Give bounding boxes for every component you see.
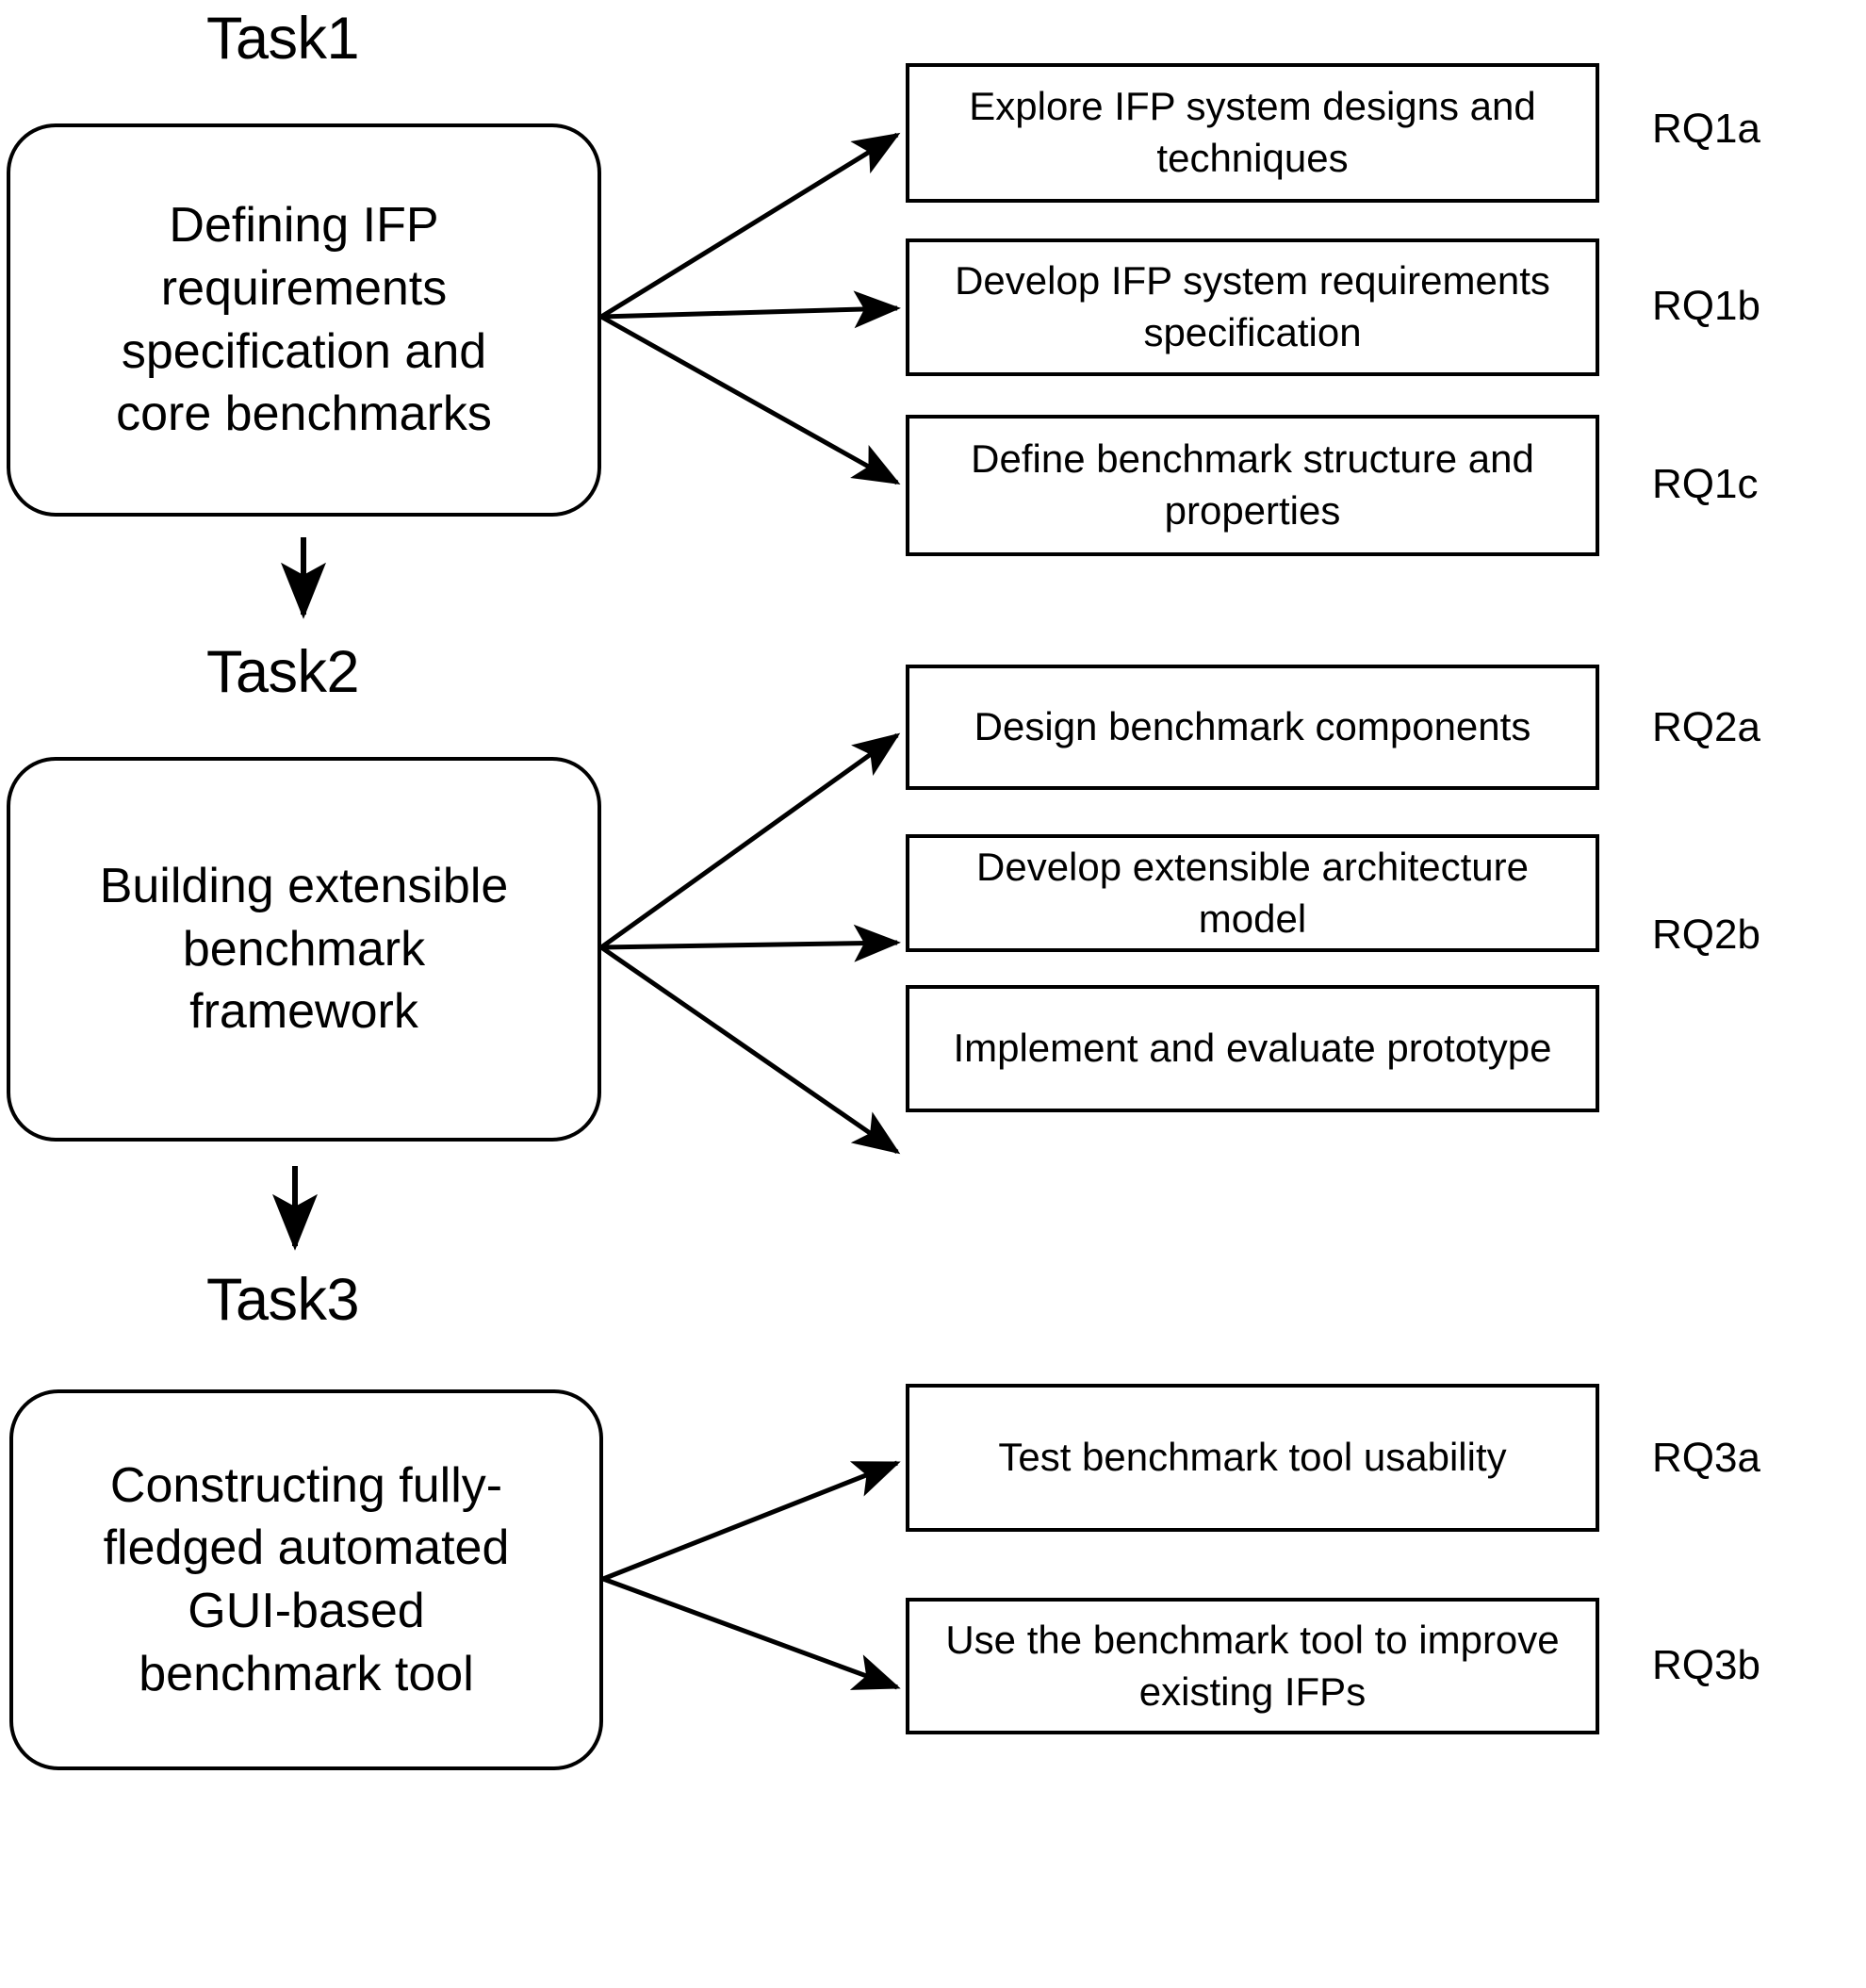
task3-output-tag-1: RQ3a	[1652, 1435, 1760, 1481]
task3-output-tag-2: RQ3b	[1652, 1642, 1760, 1688]
task3-fanout-edges	[602, 1460, 901, 1690]
task2-output-box-3[interactable]: Implement and evaluate prototype	[906, 985, 1599, 1112]
task2-output-box-1[interactable]: Design benchmark components	[906, 665, 1599, 790]
task1-output-box-3[interactable]: Define benchmark structure and propertie…	[906, 415, 1599, 556]
task1-output-tag-1: RQ1a	[1652, 106, 1760, 152]
task2-output-text-3: Implement and evaluate prototype	[953, 1026, 1552, 1071]
task1-output-text-1: Explore IFP system designs and technique…	[969, 84, 1536, 180]
task1-output-tag-2: RQ1b	[1652, 283, 1760, 329]
task1-box[interactable]: Defining IFP requirements specification …	[7, 123, 601, 517]
task3-title: Task3	[206, 1267, 360, 1333]
task2-output-text-2: Develop extensible architecture model	[976, 844, 1529, 941]
task3-output-text-2: Use the benchmark tool to improve existi…	[945, 1617, 1560, 1714]
task3-box-text: Constructing fully-fledged automated GUI…	[103, 1457, 510, 1701]
task2-output-tag-2: RQ2b	[1652, 912, 1760, 958]
task1-output-text-3: Define benchmark structure and propertie…	[971, 436, 1534, 533]
task2-box[interactable]: Building extensible benchmark framework	[7, 757, 601, 1142]
task3-box[interactable]: Constructing fully-fledged automated GUI…	[9, 1389, 603, 1770]
task1-output-box-2[interactable]: Develop IFP system requirements specific…	[906, 238, 1599, 376]
task2-fanout-edges	[599, 732, 901, 1155]
task1-fanout-edges	[599, 132, 901, 485]
task2-box-text: Building extensible benchmark framework	[99, 859, 509, 1040]
task1-output-text-2: Develop IFP system requirements specific…	[955, 258, 1550, 354]
task3-output-box-2[interactable]: Use the benchmark tool to improve existi…	[906, 1598, 1599, 1734]
task1-title: Task1	[206, 6, 360, 72]
task3-output-text-1: Test benchmark tool usability	[998, 1435, 1507, 1480]
task1-box-text: Defining IFP requirements specification …	[116, 198, 492, 442]
task2-title: Task2	[206, 639, 360, 705]
task1-output-box-1[interactable]: Explore IFP system designs and technique…	[906, 63, 1599, 203]
task3-output-box-1[interactable]: Test benchmark tool usability	[906, 1384, 1599, 1532]
task2-output-box-2[interactable]: Develop extensible architecture model	[906, 834, 1599, 952]
task2-output-tag-1: RQ2a	[1652, 704, 1760, 750]
task2-output-text-1: Design benchmark components	[974, 704, 1531, 749]
task1-output-tag-3: RQ1c	[1652, 461, 1759, 507]
